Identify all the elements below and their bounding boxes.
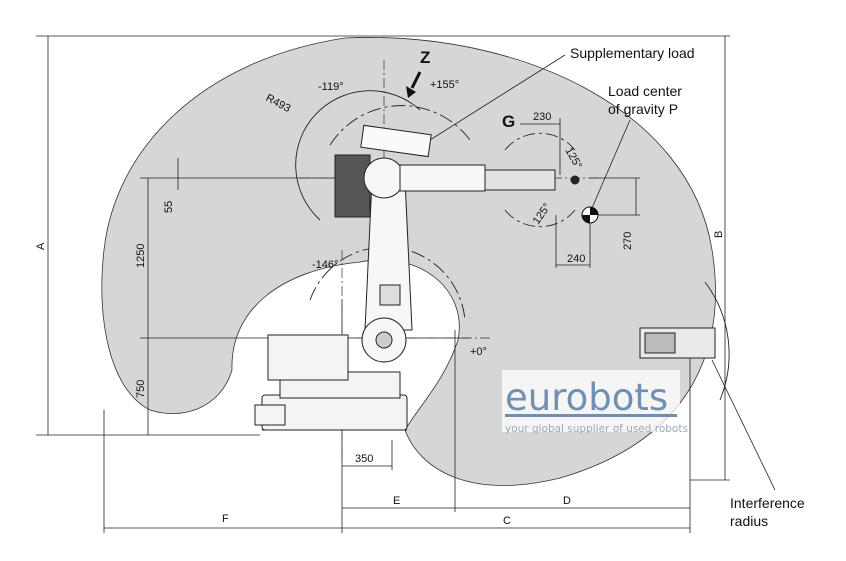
supplementary-load-callout: Supplementary load — [570, 45, 695, 61]
angle-neg119-label: -119° — [318, 81, 344, 93]
dim-350-label: 350 — [355, 453, 373, 465]
eurobots-watermark: eurobots your global supplier of used ro… — [502, 370, 688, 435]
robot-base — [254, 334, 408, 431]
load-center-marker — [581, 206, 599, 224]
dim-e-label: E — [393, 495, 400, 507]
g-point-label: G — [502, 112, 515, 131]
dim-240-label: 240 — [567, 253, 585, 265]
z-arrow — [406, 71, 422, 98]
angle-neg146-label: -146° — [312, 259, 338, 271]
dim-a-label: A — [35, 242, 47, 250]
interference-callout-line2: radius — [730, 513, 768, 529]
z-axis-label: Z — [420, 48, 430, 67]
dim-230-label: 230 — [533, 111, 551, 123]
dim-1250-label: 1250 — [135, 244, 147, 268]
dim-f-label: F — [222, 513, 229, 525]
watermark-brand: eurobots — [505, 376, 668, 419]
dim-750-label: 750 — [135, 380, 147, 398]
dim-c-label: C — [503, 515, 511, 527]
load-center-callout-line2: of gravity P — [608, 101, 678, 117]
dim-55-label: 55 — [163, 201, 175, 213]
robot-lower-arm — [361, 179, 413, 363]
dim-270-label: 270 — [622, 232, 634, 250]
angle-pos0-label: +0° — [470, 346, 487, 358]
leader-lines — [429, 54, 776, 491]
dim-b-label: B — [713, 231, 725, 238]
angle-pos155-label: +155° — [430, 79, 459, 91]
interference-callout-line1: Interference — [730, 495, 805, 511]
dim-d-label: D — [563, 495, 571, 507]
interference-block — [639, 327, 716, 359]
watermark-tagline: your global supplier of used robots — [505, 423, 688, 435]
load-center-callout-line1: Load center — [608, 83, 682, 99]
robot-upper-arm — [334, 124, 580, 218]
